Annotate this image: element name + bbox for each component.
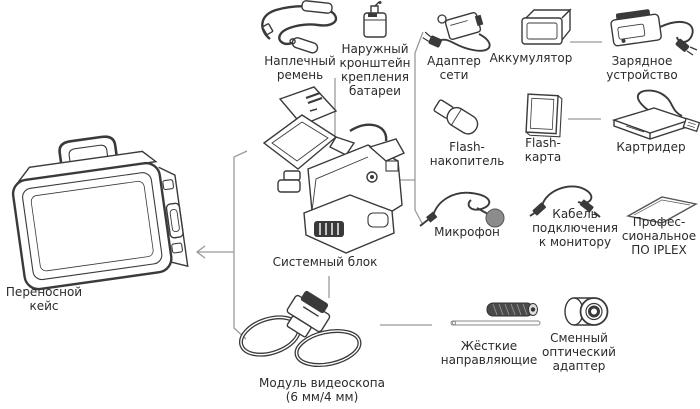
ac-adapter-icon (421, 4, 503, 56)
carrying-case-label: Переносной кейс (5, 285, 83, 313)
flash-drive-icon (429, 94, 485, 142)
charger-label: Зарядное устройство (606, 54, 678, 82)
shoulder-strap-label: Наплечный ремень (264, 54, 336, 82)
monitor-cable-label: Кабель подключения к монитору (532, 207, 618, 249)
battery-bracket-icon (356, 1, 392, 41)
battery-icon (514, 6, 576, 50)
system-unit-icon (250, 85, 410, 257)
system-unit-label: Системный блок (272, 255, 378, 269)
videoscope-module-label: Модуль видеоскопа (6 мм/4 мм) (259, 376, 385, 404)
shoulder-strap-icon (256, 0, 344, 55)
bracket-case-group (233, 150, 248, 340)
card-reader-icon (604, 86, 700, 142)
rigid-guides-label: Жёсткие направляющие (440, 339, 538, 367)
charger-icon (604, 3, 700, 57)
battery-bracket-label: Наружный кронштейн крепления батареи (339, 42, 411, 98)
card-reader-label: Картридер (616, 140, 686, 154)
bracket-accessories (414, 31, 424, 226)
ac-adapter-label: Адаптер сети (427, 54, 481, 82)
flash-card-icon (520, 90, 570, 140)
optical-adapter-label: Сменный оптический адаптер (542, 331, 616, 373)
software-disc-icon (624, 192, 700, 224)
microphone-icon (417, 183, 513, 231)
flash-card-label: Flash- карта (524, 136, 562, 164)
carrying-case-icon (2, 128, 198, 310)
videoscope-module-icon (236, 290, 368, 376)
flash-drive-label: Flash- накопитель (429, 140, 505, 168)
battery-label: Аккумулятор (489, 51, 573, 65)
software-label: Профес- сиональное ПО IPLEX (621, 215, 697, 257)
optical-adapter-icon (561, 292, 611, 332)
microphone-label: Микрофон (434, 225, 500, 239)
arrow-to-case (195, 245, 234, 259)
monitor-cable-icon (528, 182, 616, 220)
rigid-guides-icon (445, 300, 545, 330)
